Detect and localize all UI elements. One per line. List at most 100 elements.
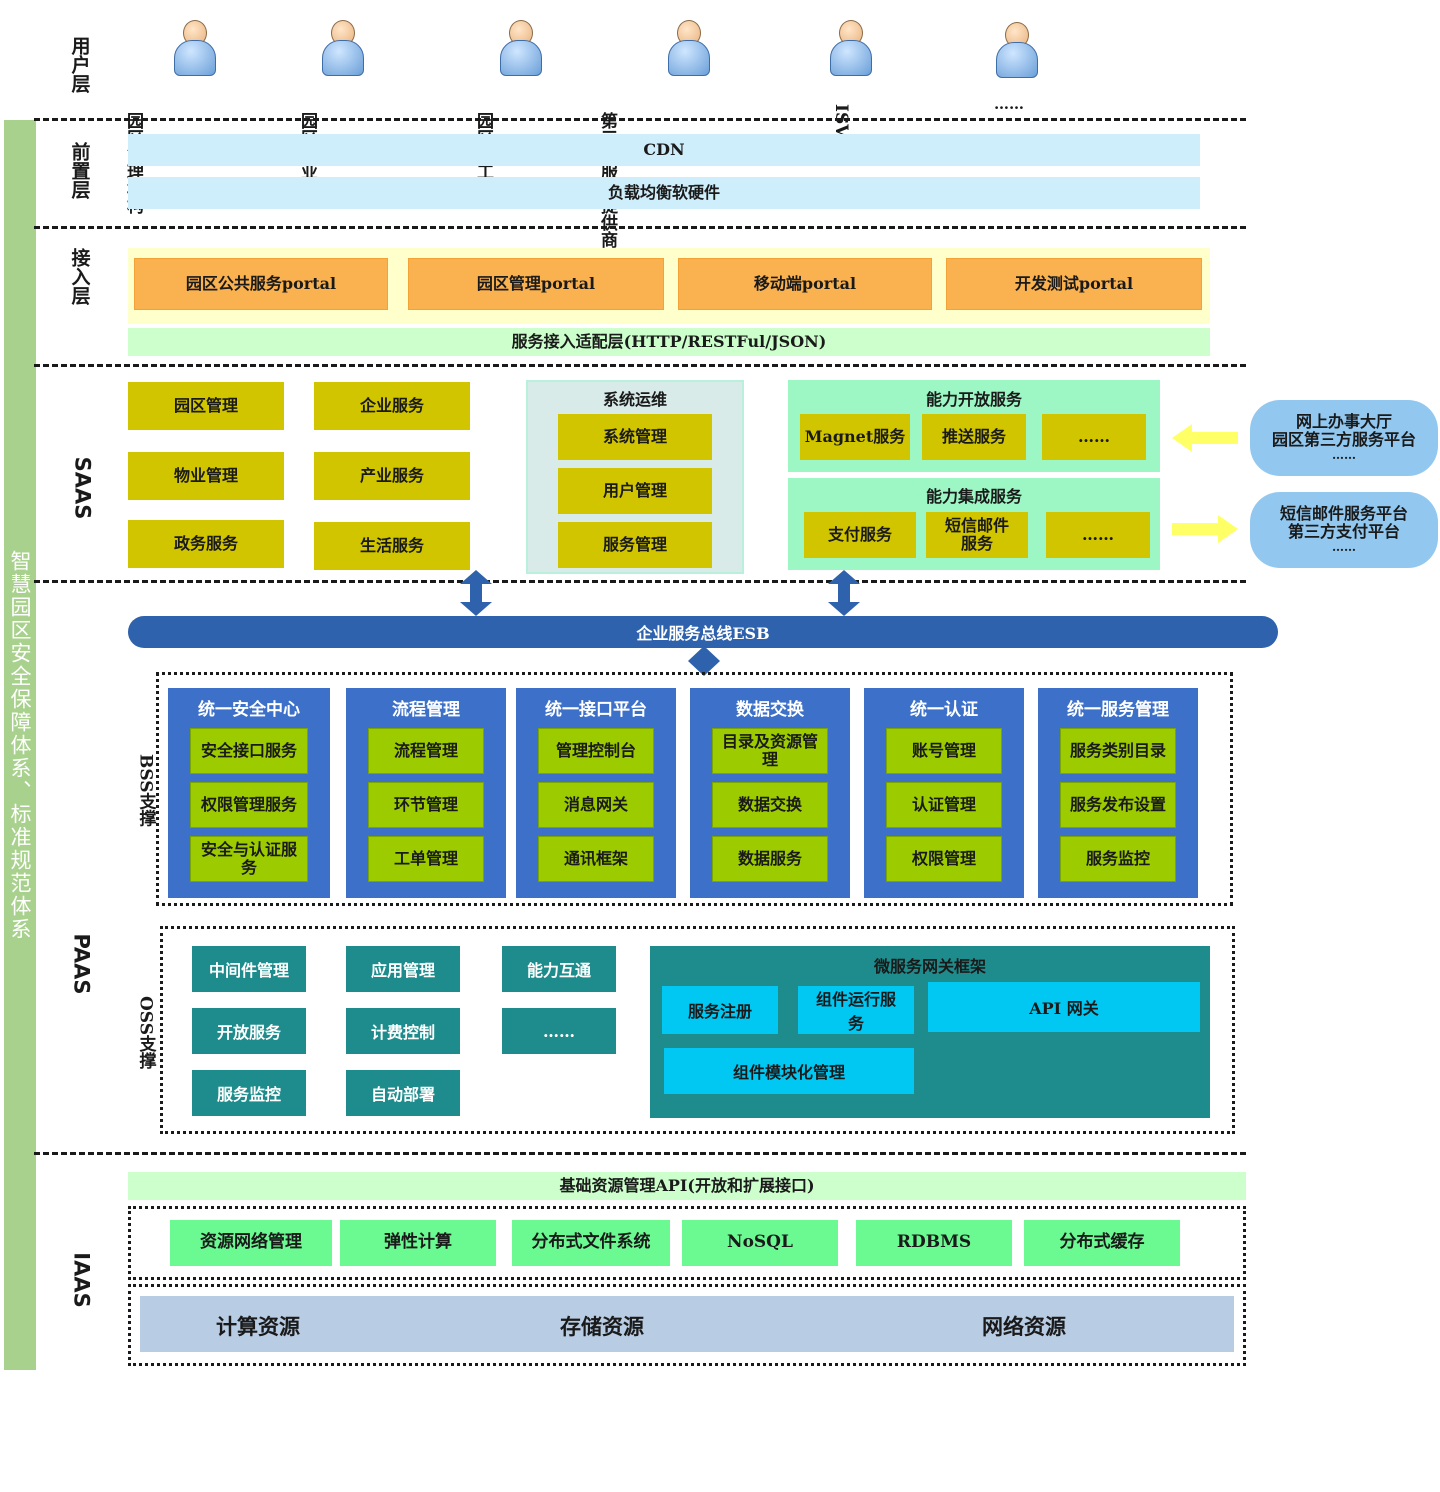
capability-open-more: …… (1042, 414, 1146, 460)
bss-item: 安全与认证服务 (190, 836, 308, 882)
bss-item: 认证管理 (886, 782, 1002, 828)
iaas-rdbms: RDBMS (856, 1220, 1012, 1266)
arrow-left-icon (1172, 424, 1238, 452)
microservice-gateway-title: 微服务网关框架 (873, 957, 986, 976)
bss-item: 安全接口服务 (190, 728, 308, 774)
user-avatar-icon (996, 22, 1038, 78)
portal-mobile: 移动端portal (678, 258, 932, 310)
oss-more: …… (502, 1008, 616, 1054)
integration-payment: 支付服务 (804, 512, 916, 558)
oss-service-monitoring: 服务监控 (192, 1070, 306, 1116)
bss-item: 数据服务 (712, 836, 828, 882)
external-platform-2: 短信邮件服务平台 第三方支付平台 …… (1250, 492, 1438, 568)
ops-title: 系统运维 (602, 389, 667, 409)
oss-auto-deploy: 自动部署 (346, 1070, 460, 1116)
portal-dev-test: 开发测试portal (946, 258, 1202, 310)
iaas-api-bar: 基础资源管理API(开放和扩展接口) (128, 1172, 1246, 1200)
iaas-resource-network-management: 资源网络管理 (170, 1220, 332, 1266)
iaas-elastic-compute: 弹性计算 (340, 1220, 496, 1266)
ms-service-registry: 服务注册 (662, 986, 778, 1034)
oss-label: OSS支撑 (135, 995, 156, 1069)
user-label: ISV (831, 104, 851, 138)
ops-user-management: 用户管理 (558, 468, 712, 514)
saas-park-management: 园区管理 (128, 382, 284, 430)
esb-connector-icon (460, 570, 492, 616)
iaas-resources-container (128, 1284, 1246, 1366)
separator-front (34, 226, 1246, 229)
oss-billing-control: 计费控制 (346, 1008, 460, 1054)
bss-column-title: 统一服务管理 (1067, 699, 1169, 720)
bss-container (156, 672, 1233, 906)
oss-app-management: 应用管理 (346, 946, 460, 992)
bss-column-title: 流程管理 (392, 699, 460, 720)
user-label-more: …… (994, 95, 1024, 113)
saas-property-management: 物业管理 (128, 452, 284, 500)
ms-api-gateway: API 网关 (928, 982, 1200, 1032)
ops-system-management: 系统管理 (558, 414, 712, 460)
portal-park-management: 园区管理portal (408, 258, 664, 310)
layer-label-paas: PAAS (70, 933, 94, 995)
saas-government-service: 政务服务 (128, 520, 284, 568)
separator-access (34, 364, 1246, 367)
layer-label-saas: SAAS (69, 456, 94, 520)
resource-storage: 存储资源 (560, 1313, 644, 1339)
user-avatar-icon (500, 20, 542, 76)
bss-column-title: 统一安全中心 (198, 699, 300, 720)
load-balancer-bar: 负载均衡软硬件 (128, 177, 1200, 209)
bss-item: 流程管理 (368, 728, 484, 774)
bss-item: 服务类别目录 (1060, 728, 1176, 774)
bss-item: 权限管理服务 (190, 782, 308, 828)
layer-label-front: 前置层 (68, 141, 91, 199)
integration-more: …… (1046, 512, 1150, 558)
capability-open-title: 能力开放服务 (925, 389, 1022, 409)
security-standards-label: 智慧园区安全保障体系、标准规范体系 (8, 549, 32, 941)
saas-life-service: 生活服务 (314, 522, 470, 570)
separator-paas (34, 1152, 1246, 1155)
bss-item: 账号管理 (886, 728, 1002, 774)
esb-connector-icon (828, 570, 860, 616)
external-platform-1: 网上办事大厅 园区第三方服务平台 …… (1250, 400, 1438, 476)
oss-middleware-management: 中间件管理 (192, 946, 306, 992)
bss-item: 目录及资源管理 (712, 728, 828, 774)
bss-item: 管理控制台 (538, 728, 654, 774)
oss-open-service: 开放服务 (192, 1008, 306, 1054)
integration-sms-email: 短信邮件服务 (926, 512, 1028, 558)
saas-enterprise-service: 企业服务 (314, 382, 470, 430)
resource-compute: 计算资源 (216, 1313, 300, 1339)
iaas-resources-bar (140, 1296, 1234, 1352)
bss-item: 消息网关 (538, 782, 654, 828)
layer-label-user: 用户层 (68, 35, 91, 93)
iaas-distributed-filesystem: 分布式文件系统 (512, 1220, 670, 1266)
bss-item: 环节管理 (368, 782, 484, 828)
bss-column-title: 数据交换 (736, 699, 804, 720)
esb-bar: 企业服务总线ESB (128, 616, 1278, 648)
layer-label-access: 接入层 (68, 247, 91, 305)
bss-item: 权限管理 (886, 836, 1002, 882)
iaas-services-container (128, 1206, 1246, 1280)
separator-saas (34, 580, 1246, 583)
bss-item: 服务发布设置 (1060, 782, 1176, 828)
cdn-bar: CDN (128, 134, 1200, 166)
bss-label: BSS支撑 (135, 753, 156, 827)
ops-service-management: 服务管理 (558, 522, 712, 568)
user-avatar-icon (830, 20, 872, 76)
portal-public-service: 园区公共服务portal (134, 258, 388, 310)
layer-label-iaas: IAAS (69, 1252, 94, 1308)
esb-connector-icon (688, 646, 720, 676)
bss-column-title: 统一接口平台 (545, 699, 647, 720)
saas-industry-service: 产业服务 (314, 452, 470, 500)
separator-user (34, 118, 1246, 121)
user-avatar-icon (322, 20, 364, 76)
bss-item: 数据交换 (712, 782, 828, 828)
oss-capability-interop: 能力互通 (502, 946, 616, 992)
bss-item: 通讯框架 (538, 836, 654, 882)
bss-item: 服务监控 (1060, 836, 1176, 882)
arrow-right-icon (1172, 515, 1238, 543)
capability-integration-title: 能力集成服务 (925, 486, 1022, 506)
iaas-nosql: NoSQL (682, 1220, 838, 1266)
security-standards-bar: 智慧园区安全保障体系、标准规范体系 (4, 120, 36, 1370)
service-adapter-bar: 服务接入适配层(HTTP/RESTFul/JSON) (128, 328, 1210, 356)
capability-push: 推送服务 (922, 414, 1026, 460)
ms-component-modular-management: 组件模块化管理 (664, 1048, 914, 1094)
bss-column-title: 统一认证 (910, 699, 978, 720)
